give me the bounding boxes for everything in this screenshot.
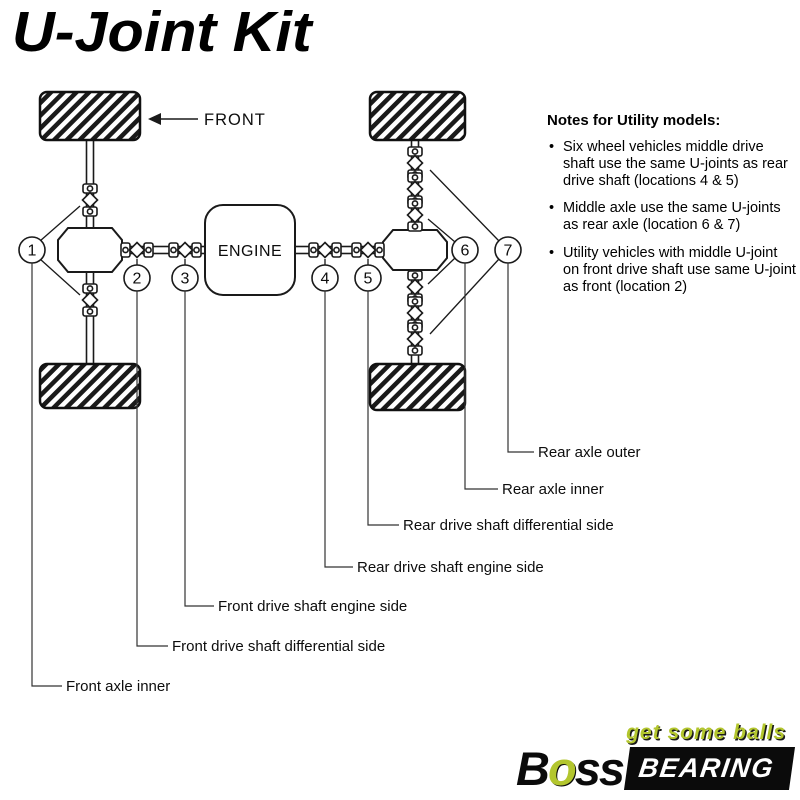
location-markers: 1 2 3 4 5 6 7 — [18, 236, 522, 292]
svg-text:Rear drive shaft differential: Rear drive shaft differential side — [403, 517, 614, 534]
location-marker-7: 7 — [494, 236, 522, 264]
location-marker-1: 1 — [18, 236, 46, 264]
svg-text:Front drive shaft engine side: Front drive shaft engine side — [218, 598, 407, 615]
front-label: FRONT — [204, 111, 266, 129]
svg-text:Rear axle inner: Rear axle inner — [502, 481, 604, 498]
logo-tagline: get some balls — [626, 721, 786, 744]
u-joint-front-shaft-engine-side — [168, 241, 202, 259]
u-joint-front-axle-upper — [81, 183, 99, 217]
note-bullet-2: Middle axle use the same U-joints as rea… — [547, 200, 797, 234]
svg-text:Front axle inner: Front axle inner — [66, 678, 170, 695]
ball-icon: o — [547, 742, 577, 795]
u-joint-front-shaft-diff-side — [120, 241, 154, 259]
rear-left-tire — [368, 90, 467, 142]
svg-text:5: 5 — [364, 271, 373, 288]
callout-rear-drive-shaft-engine-side: Rear drive shaft engine side — [324, 291, 544, 576]
notes-panel: Notes for Utility models: Six wheel vehi… — [547, 112, 797, 306]
logo-bearing-slab: BEARING — [623, 747, 796, 790]
callout-rear-drive-shaft-differential-side: Rear drive shaft differential side — [367, 291, 614, 534]
front-left-tire — [38, 90, 142, 142]
callout-front-axle-inner: Front axle inner — [31, 263, 170, 695]
svg-text:6: 6 — [461, 243, 470, 260]
logo-brand-row: Boss BEARING — [516, 742, 796, 795]
front-differential — [57, 227, 123, 273]
svg-text:7: 7 — [504, 243, 513, 260]
callouts: Rear axle outer Rear axle inner Rear dri… — [31, 263, 641, 695]
svg-text:1: 1 — [28, 243, 37, 260]
page-title: U-Joint Kit — [12, 0, 312, 64]
logo-boss-text: Boss — [516, 742, 625, 795]
callout-rear-axle-inner: Rear axle inner — [464, 263, 604, 498]
engine-box: ENGINE — [204, 204, 296, 296]
location-marker-6: 6 — [451, 236, 479, 264]
svg-text:Rear axle outer: Rear axle outer — [538, 444, 641, 461]
logo-bearing-text: BEARING — [636, 753, 777, 783]
callout-rear-axle-outer: Rear axle outer — [507, 263, 641, 461]
location-marker-2: 2 — [123, 264, 151, 292]
note-bullet-3: Utility vehicles with middle U-joint on … — [547, 245, 797, 296]
u-joint-rear-axle-lower-outer — [406, 322, 424, 356]
front-axle-lower-shaft — [85, 267, 95, 367]
svg-text:4: 4 — [321, 271, 330, 288]
svg-text:Rear drive shaft engine side: Rear drive shaft engine side — [357, 559, 544, 576]
front-arrow-head-icon — [148, 113, 161, 125]
front-right-tire — [38, 362, 142, 410]
engine-label: ENGINE — [218, 243, 282, 260]
u-joint-rear-axle-upper-inner — [406, 198, 424, 232]
notes-heading: Notes for Utility models: — [547, 112, 721, 129]
front-indicator: FRONT — [148, 111, 266, 129]
rear-differential — [382, 229, 448, 271]
boss-bearing-logo: get some balls Boss BEARING — [516, 721, 796, 795]
u-joint-rear-shaft-diff-side — [351, 241, 385, 259]
note-bullet-1: Six wheel vehicles middle drive shaft us… — [547, 139, 797, 190]
rear-right-tire — [368, 362, 467, 412]
callout-front-drive-shaft-differential-side: Front drive shaft differential side — [136, 291, 385, 655]
location-marker-5: 5 — [354, 264, 382, 292]
u-joint-rear-shaft-engine-side — [308, 241, 342, 259]
u-joint-front-axle-lower — [81, 283, 99, 317]
svg-text:3: 3 — [181, 271, 190, 288]
tires — [38, 90, 467, 412]
callout-front-drive-shaft-engine-side: Front drive shaft engine side — [184, 291, 407, 615]
svg-text:2: 2 — [133, 271, 142, 288]
location-marker-3: 3 — [171, 264, 199, 292]
svg-text:Front drive shaft differential: Front drive shaft differential side — [172, 638, 385, 655]
location-marker-4: 4 — [311, 264, 339, 292]
